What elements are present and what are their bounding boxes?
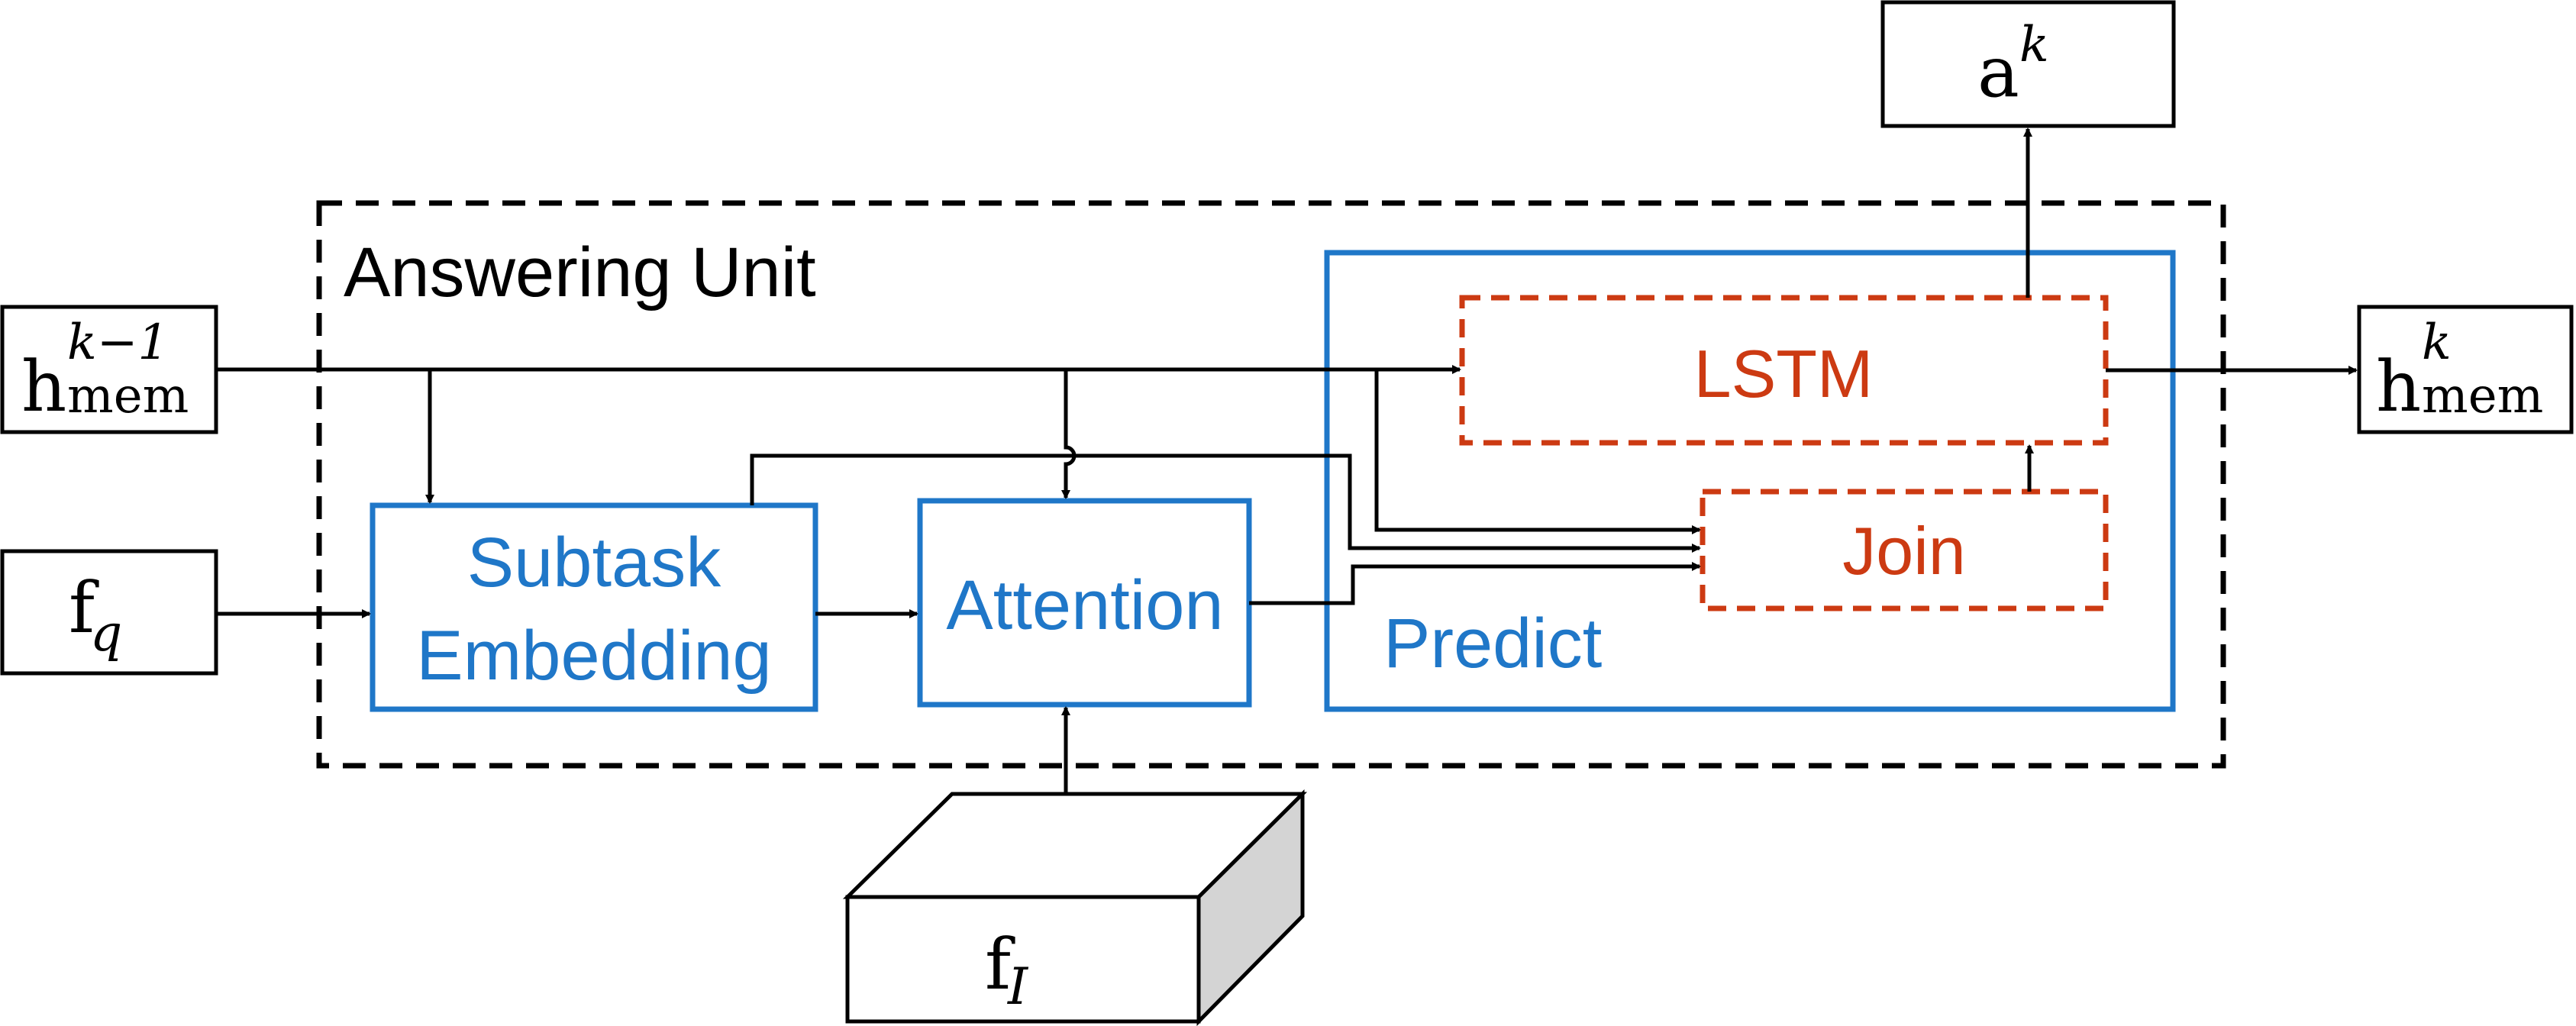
answering-unit-box: [316, 200, 2226, 769]
subtask-embedding-label-line2: Embedding: [416, 617, 771, 695]
h-mem-next-box: [2357, 305, 2574, 434]
a-k-box: [1880, 0, 2176, 128]
lstm-label: LSTM: [1694, 336, 1874, 411]
lstm-box: [1459, 295, 2109, 446]
edge-subtask-to-join: [750, 453, 1701, 553]
predict-label: Predict: [1383, 605, 1602, 682]
f-i-cube-front: [845, 895, 1201, 1024]
edge-hmem-to-attention: [1061, 369, 1077, 499]
f-i-cube: f I: [842, 789, 1308, 1026]
join-label: Join: [1842, 513, 1965, 589]
h-mem-next-symbol: h k mem: [2376, 294, 2543, 428]
f-i-symbol: f I: [985, 924, 1033, 1016]
f-q-symbol: f q: [69, 567, 122, 663]
edge-hmem-to-join: [1374, 369, 1701, 534]
predict-box: [1324, 250, 2176, 712]
edge-attention-to-join: [1249, 562, 1701, 605]
subtask-embedding-label-line1: Subtask: [467, 524, 721, 602]
subtask-embedding-box: [370, 502, 818, 712]
answering-unit-label: Answering Unit: [344, 234, 816, 311]
a-k-symbol: a k: [1977, 17, 2049, 113]
h-mem-prev-symbol: h k−1 mem: [21, 294, 191, 428]
attention-label: Attention: [946, 566, 1223, 644]
h-mem-prev-box: [0, 305, 218, 434]
